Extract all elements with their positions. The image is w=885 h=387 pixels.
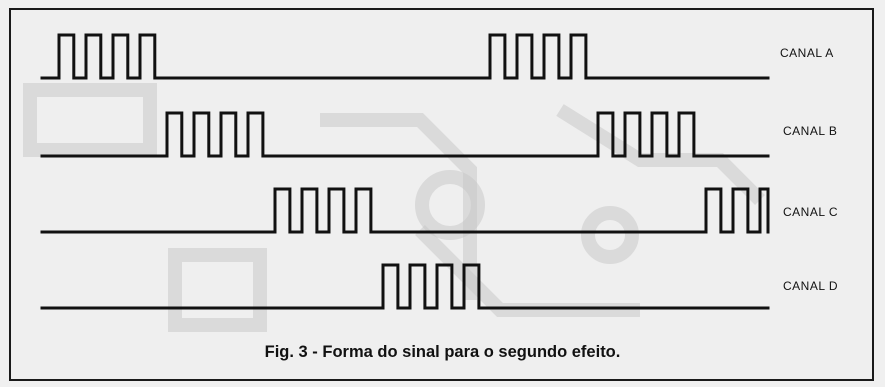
figure-frame <box>9 8 874 381</box>
waveform-channel-d <box>40 263 770 310</box>
channel-label-c: CANAL C <box>783 205 839 219</box>
figure-caption: Fig. 3 - Forma do sinal para o segundo e… <box>264 343 621 361</box>
channel-label-a: CANAL A <box>780 46 834 60</box>
waveform-channel-a <box>40 33 770 80</box>
channel-label-b: CANAL B <box>783 124 838 138</box>
waveform-channel-b <box>40 111 770 158</box>
waveform-channel-c <box>40 187 770 234</box>
channel-label-d: CANAL D <box>783 279 839 293</box>
